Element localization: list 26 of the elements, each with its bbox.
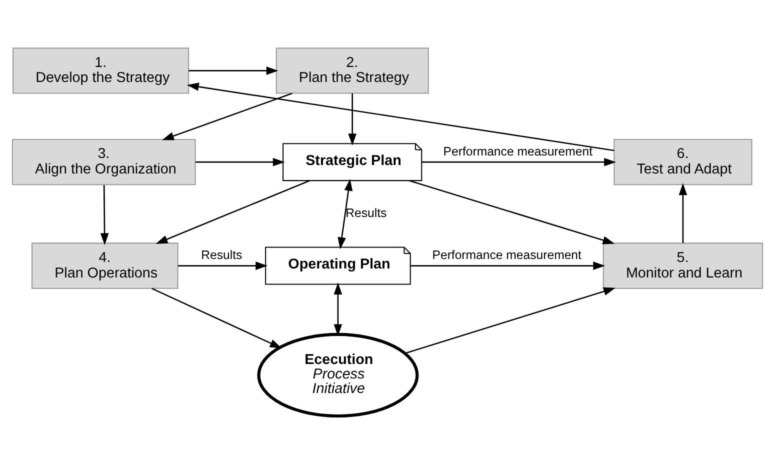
arrow [188, 66, 278, 75]
arrow [178, 262, 268, 270]
node-box: 2. Plan the Strategy [276, 48, 429, 94]
arrow [348, 93, 357, 146]
arrow [100, 185, 109, 246]
node-ellipse: Ececution Process Initiative [257, 332, 419, 418]
node-box: 3. Align the Organization [12, 138, 196, 186]
edge-label: Performance measurement [432, 248, 582, 262]
arrow [338, 178, 353, 250]
arrow [410, 262, 606, 270]
node-box: 1. Develop the Strategy [12, 48, 190, 94]
arrow [151, 288, 282, 348]
arrow [408, 180, 615, 244]
arrow [422, 158, 616, 166]
arrow [156, 180, 310, 244]
node-box: 5. Monitor and Learn [602, 242, 764, 289]
node-box: 6. Test and Adapt [614, 138, 752, 186]
arrow [186, 82, 614, 152]
edge-label: Results [346, 206, 387, 220]
edge-label: Performance measurement [443, 144, 592, 159]
arrow [404, 287, 616, 354]
edge-label: Results [201, 248, 242, 262]
node-box: 4. Plan Operations [31, 242, 178, 289]
arrow [678, 183, 688, 244]
arrow [196, 158, 285, 166]
arrow [162, 92, 292, 140]
